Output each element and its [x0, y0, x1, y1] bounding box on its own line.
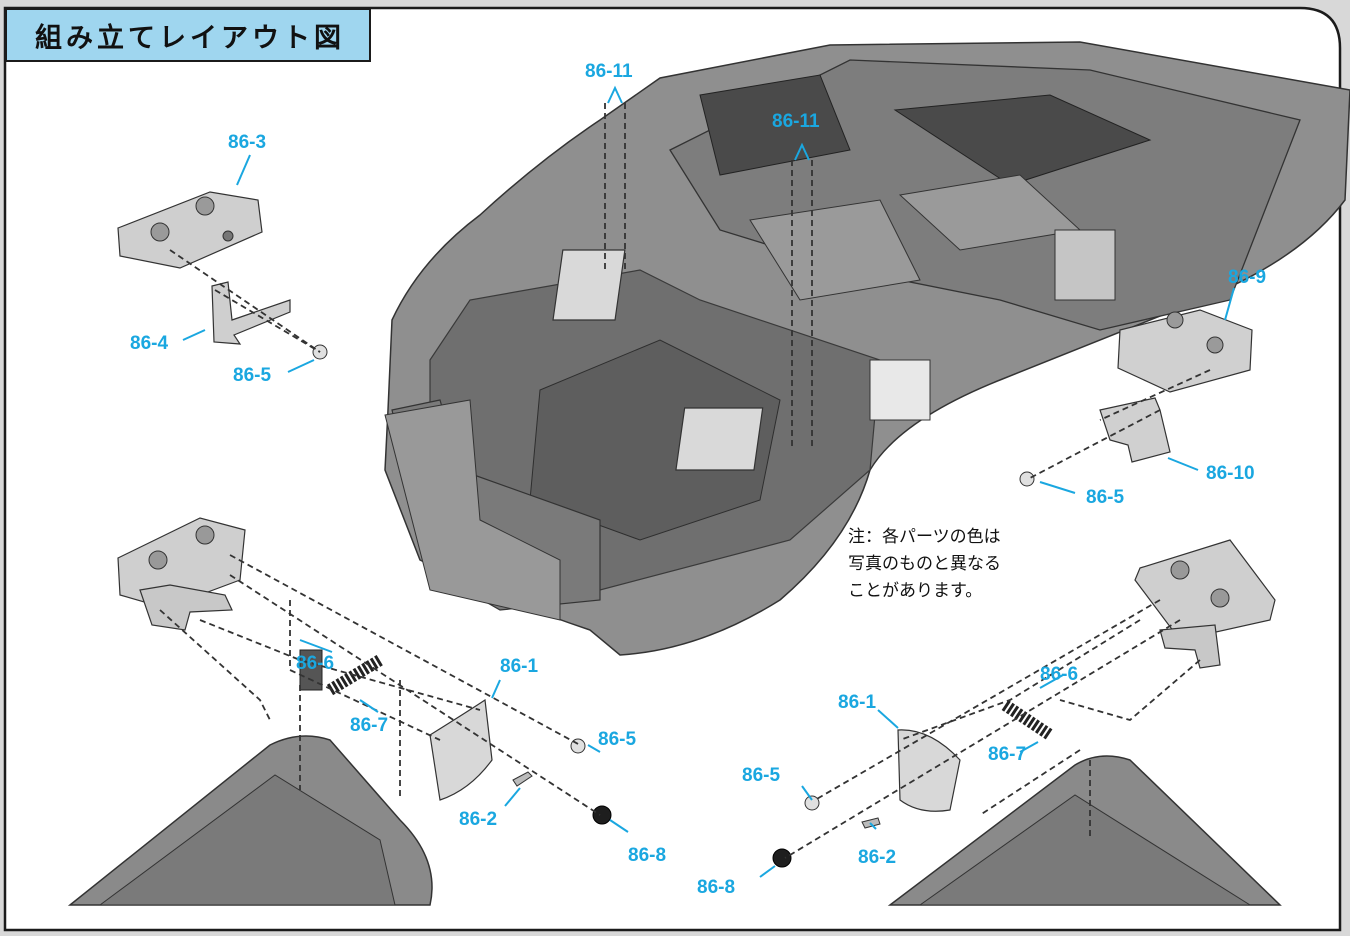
part-label-86-5-bottom-right: 86-5 — [742, 765, 781, 786]
part-label-86-2-right: 86-2 — [858, 847, 897, 868]
part-label-86-6-right: 86-6 — [1040, 664, 1079, 685]
part-label-86-5-bottom-left: 86-5 — [598, 729, 637, 750]
assembly-lines — [159, 103, 1211, 859]
spring-right — [1001, 700, 1054, 740]
hinge-assembly-bottom-left — [67, 517, 612, 906]
part-label-86-8-right: 86-8 — [697, 877, 736, 898]
color-disclaimer-note: 注：各パーツの色は 写真のものと異なる ことがあります。 — [848, 524, 1001, 605]
hinge-assembly-top-left — [117, 191, 328, 360]
part-label-86-9: 86-9 — [1228, 267, 1267, 288]
part-label-86-5-top-left: 86-5 — [233, 365, 272, 386]
diagram-title: 組み立てレイアウト図 — [5, 8, 371, 62]
note-line-3: ことがあります。 — [848, 581, 983, 601]
hinge-assembly-right — [1019, 309, 1253, 487]
leader-lines — [182, 85, 1235, 878]
part-label-86-1-left: 86-1 — [500, 656, 539, 677]
part-label-86-11-b: 86-11 — [772, 111, 820, 132]
note-line-2: 写真のものと異なる — [848, 554, 1001, 574]
note-line-1: 注：各パーツの色は — [848, 527, 1001, 547]
part-label-86-6-left: 86-6 — [296, 653, 335, 674]
car-body — [384, 41, 1350, 656]
part-label-86-10: 86-10 — [1206, 463, 1255, 484]
part-label-86-1-right: 86-1 — [838, 692, 877, 713]
part-label-86-8-left: 86-8 — [628, 845, 667, 866]
part-label-86-5-right: 86-5 — [1086, 487, 1125, 508]
part-label-86-3: 86-3 — [228, 132, 267, 153]
part-label-86-2-left: 86-2 — [459, 809, 498, 830]
part-label-86-7-right: 86-7 — [988, 744, 1027, 765]
part-label-86-7-left: 86-7 — [350, 715, 389, 736]
part-label-86-11-a: 86-11 — [585, 61, 633, 82]
part-label-86-4: 86-4 — [130, 333, 169, 354]
